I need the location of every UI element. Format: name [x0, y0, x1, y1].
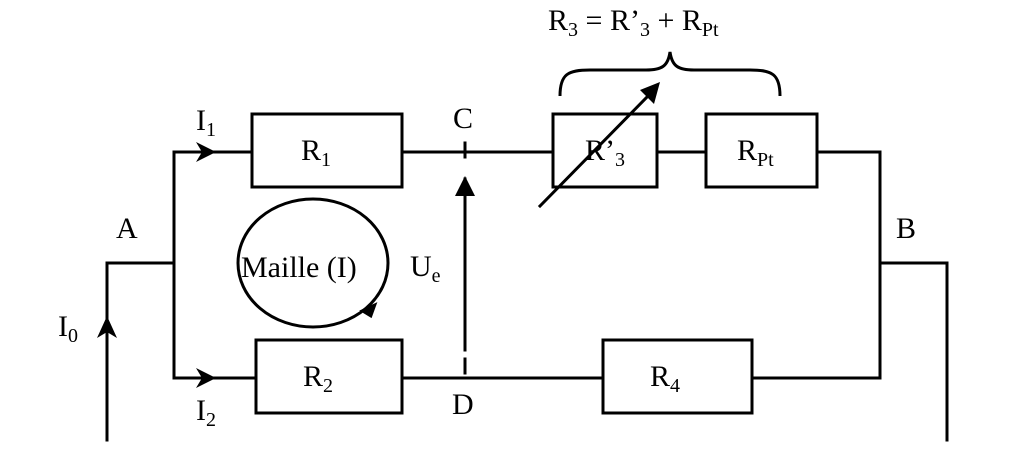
current-label-i0: I0 — [58, 310, 78, 347]
current-label-i2: I2 — [196, 394, 216, 431]
resistor-label-r2: R2 — [303, 360, 333, 397]
resistor-r2 — [254, 338, 404, 415]
voltage-label-ue: Ue — [410, 250, 441, 287]
resistor-label-rpt: RPt — [737, 134, 774, 171]
node-label-b: B — [896, 212, 916, 245]
wire-source-left — [105, 261, 176, 442]
resistor-label-r4: R4 — [650, 360, 680, 397]
current-arrow-i0 — [97, 316, 117, 338]
resistor-r1 — [250, 112, 404, 189]
current-arrow-i2 — [196, 368, 216, 388]
resistor-rpt — [704, 112, 819, 189]
mesh-loop-label: Maille (I) — [241, 251, 357, 284]
mesh-loop-arrow-head — [359, 302, 378, 319]
current-label-i1: I1 — [196, 104, 216, 141]
current-arrow-i1 — [196, 142, 216, 162]
wire-rpt-to-b — [815, 150, 882, 380]
variable-resistor-arrow — [537, 93, 651, 209]
resistor-label-r3-prime: R’3 — [585, 134, 625, 171]
variable-resistor-arrow-head — [640, 82, 660, 104]
resistors — [250, 112, 819, 415]
node-label-d: D — [452, 388, 474, 421]
wire-source-right — [878, 261, 949, 442]
node-label-c: C — [453, 102, 473, 135]
voltage-arrow-head — [455, 176, 475, 196]
r3-brace — [558, 51, 782, 97]
wires — [105, 150, 949, 442]
node-label-a: A — [116, 212, 138, 245]
resistor-r4 — [601, 338, 754, 415]
resistor-label-r1: R1 — [301, 134, 331, 171]
mesh-loop-circle — [236, 197, 390, 329]
r3-equation: R3 = R’3 + RPt — [548, 4, 719, 41]
